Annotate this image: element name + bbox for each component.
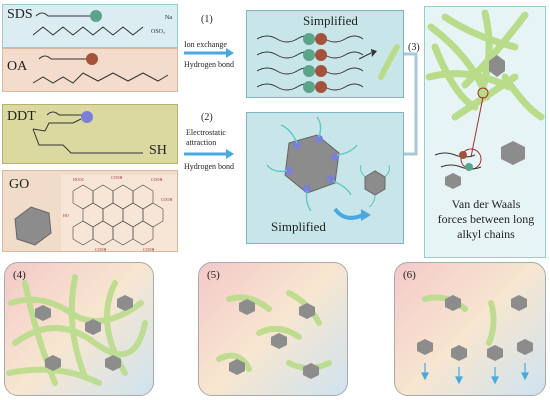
- go-sheet-panel: GO HOOC COOH COOH HO COOH COOH COOH: [2, 170, 178, 252]
- step5-label: (5): [207, 269, 220, 281]
- svg-text:COOH: COOH: [95, 247, 106, 252]
- hydrogen-bond-label-1: Hydrogen bond: [184, 60, 234, 69]
- network-4: [6, 274, 148, 386]
- electrostatic-label-1: Electrostatic: [186, 128, 226, 137]
- step1-arrow: [184, 48, 234, 58]
- sedimentation-6: [417, 294, 533, 385]
- ddt-chain: [32, 111, 143, 154]
- network-5: [216, 290, 332, 379]
- vdw-caption-line2: forces between long: [437, 212, 535, 226]
- step6-label: (6): [403, 269, 416, 281]
- ddt-molecule-panel: DDT SH: [2, 104, 178, 164]
- step3-label: (3): [408, 42, 420, 53]
- vdw-caption-line3: alkyl chains: [457, 227, 515, 241]
- go-ddt-assembly: [266, 116, 390, 221]
- dispersion-panel-4: (4): [4, 262, 154, 396]
- svg-text:COOH: COOH: [111, 175, 122, 180]
- svg-text:COOH: COOH: [161, 197, 172, 202]
- sds-chain: OSO₃: [32, 26, 165, 36]
- go-structure: HOOC COOH COOH HO COOH COOH COOH: [14, 175, 177, 252]
- go-label: GO: [9, 177, 30, 192]
- svg-text:HO: HO: [63, 213, 69, 218]
- sds-molecule-panel: SDS OSO₃ Na: [2, 4, 178, 48]
- sds-symbol: [35, 10, 102, 22]
- svg-text:COOH: COOH: [151, 177, 162, 182]
- svg-text:COOH: COOH: [143, 247, 154, 252]
- step3-bracket: [404, 52, 418, 156]
- oa-label: OA: [7, 59, 28, 74]
- vdw-caption-line1: Van der Waals: [451, 197, 521, 211]
- svg-text:OSO₃: OSO₃: [151, 29, 165, 35]
- electrostatic-label-2: attraction: [186, 138, 217, 147]
- dispersion-panel-6: (6): [394, 262, 546, 396]
- step2-label: (2): [201, 112, 213, 123]
- sh-label: SH: [149, 143, 167, 158]
- sds-label: SDS: [7, 7, 33, 22]
- hydrogen-bond-label-2: Hydrogen bond: [184, 162, 234, 171]
- step1-label: (1): [201, 14, 213, 25]
- simplified-go-panel: Simplified: [246, 112, 404, 244]
- simplified-surfactant-panel: Simplified: [246, 10, 404, 98]
- oa-chain: [32, 53, 169, 84]
- vdw-caption: Van der Waals forces between long alkyl …: [427, 197, 545, 242]
- sodium-label: Na: [165, 15, 172, 21]
- vdw-panel: Van der Waals forces between long alkyl …: [424, 6, 546, 258]
- simplified-top-label: Simplified: [303, 13, 358, 28]
- chain-network: [425, 9, 545, 189]
- ddt-label: DDT: [7, 109, 36, 124]
- svg-text:HOOC: HOOC: [73, 177, 85, 182]
- simplified-bottom-label: Simplified: [271, 219, 326, 234]
- step4-label: (4): [13, 269, 26, 281]
- ion-exchange-label: Ion exchange: [184, 40, 227, 49]
- surfactant-stack: [256, 33, 400, 93]
- dispersion-panel-5: (5): [198, 262, 348, 396]
- oa-molecule-panel: OA: [2, 48, 178, 92]
- step2-arrow: [184, 149, 234, 159]
